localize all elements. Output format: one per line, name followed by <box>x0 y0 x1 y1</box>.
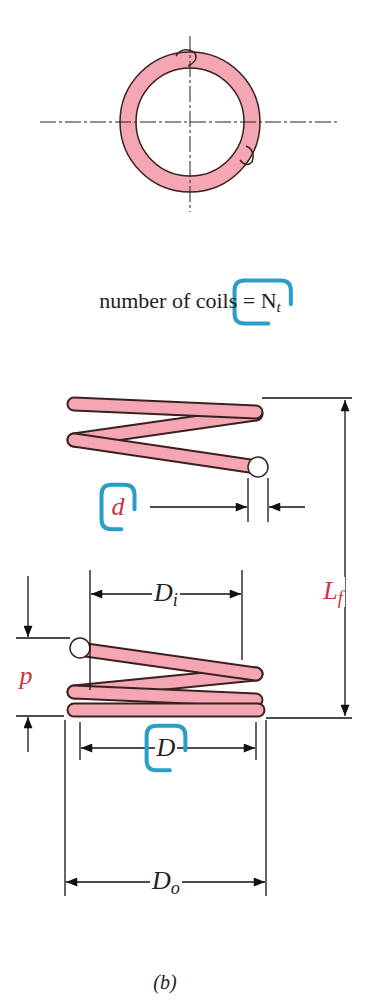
spring-coil-upper <box>74 404 268 477</box>
pitch-label: p <box>18 662 35 691</box>
center-lines <box>40 36 340 212</box>
outer-diameter-label: Do <box>150 867 182 898</box>
figure-caption-label: (b) <box>151 971 178 993</box>
label-subscript-part: t <box>277 297 281 314</box>
spring-coil-lower <box>70 638 258 710</box>
label-main-part: L <box>323 576 337 605</box>
label-subscript-part: f <box>338 587 343 607</box>
mean-diameter-label: D <box>155 734 178 763</box>
label-main-part: D <box>154 578 173 607</box>
wire-diameter-label: d <box>110 493 127 522</box>
highlight-loop <box>102 485 135 530</box>
label-main-part: p <box>20 661 33 690</box>
label-main-part: D <box>152 866 171 895</box>
inner-diameter-label: Di <box>152 579 180 610</box>
free-length-label: Lf <box>321 577 345 608</box>
label-main-part: d <box>112 492 125 521</box>
label-subscript-part: i <box>173 589 178 609</box>
coil-count-label: number of coils = Nt <box>97 289 283 316</box>
label-main-part: (b) <box>153 971 176 993</box>
label-main-part: number of coils = N <box>99 288 276 313</box>
dimension-lines <box>16 398 352 896</box>
highlight-loop <box>147 726 186 771</box>
label-main-part: D <box>157 733 176 762</box>
label-subscript-part: o <box>171 877 180 897</box>
